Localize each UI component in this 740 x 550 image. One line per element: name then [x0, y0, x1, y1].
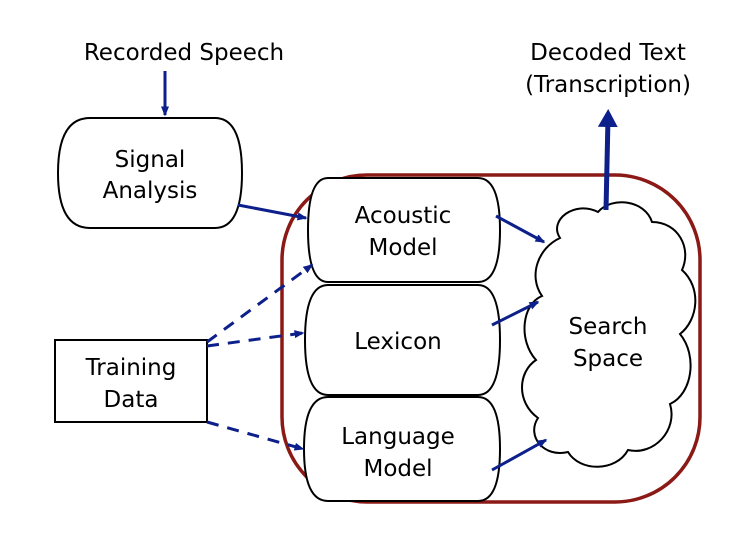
training-data-label-line2: Data — [104, 387, 159, 413]
training-data-node: Training Data — [54, 339, 208, 423]
acoustic-model-node: Acoustic Model — [306, 177, 502, 283]
signal-analysis-label-line1: Signal — [115, 147, 186, 173]
decoded-text-label-line1: Decoded Text — [530, 40, 686, 66]
lexicon-node: Lexicon — [303, 284, 502, 396]
recorded-speech-label: Recorded Speech — [84, 40, 284, 66]
acoustic-to-search-arrow — [495, 214, 546, 244]
signal-analysis-label-line2: Analysis — [103, 178, 198, 204]
analysis-to-acoustic-arrow — [237, 203, 308, 221]
training-to-acoustic-arrow — [206, 263, 314, 344]
language-to-search-arrow — [491, 438, 548, 472]
search-to-decoded-arrow — [597, 109, 618, 211]
acoustic-model-label-line2: Model — [368, 235, 437, 261]
training-to-lexicon-arrow — [206, 330, 305, 348]
language-model-label-line2: Model — [363, 456, 432, 482]
acoustic-model-label-line1: Acoustic — [355, 203, 452, 229]
search-space-cloud: Search Space — [521, 201, 697, 468]
language-model-node: Language Model — [302, 396, 502, 502]
training-to-language-arrow — [206, 420, 305, 451]
signal-analysis-node: Signal Analysis — [56, 117, 244, 229]
decoded-text-label-line2: (Transcription) — [525, 72, 691, 98]
search-space-label-line1: Search — [568, 314, 647, 340]
language-model-label-line1: Language — [341, 424, 455, 450]
lexicon-label: Lexicon — [354, 329, 441, 355]
search-space-label-line2: Space — [573, 346, 643, 372]
model-group-container — [280, 173, 702, 504]
lexicon-to-search-arrow — [491, 300, 540, 327]
training-data-label-line1: Training — [85, 355, 177, 381]
